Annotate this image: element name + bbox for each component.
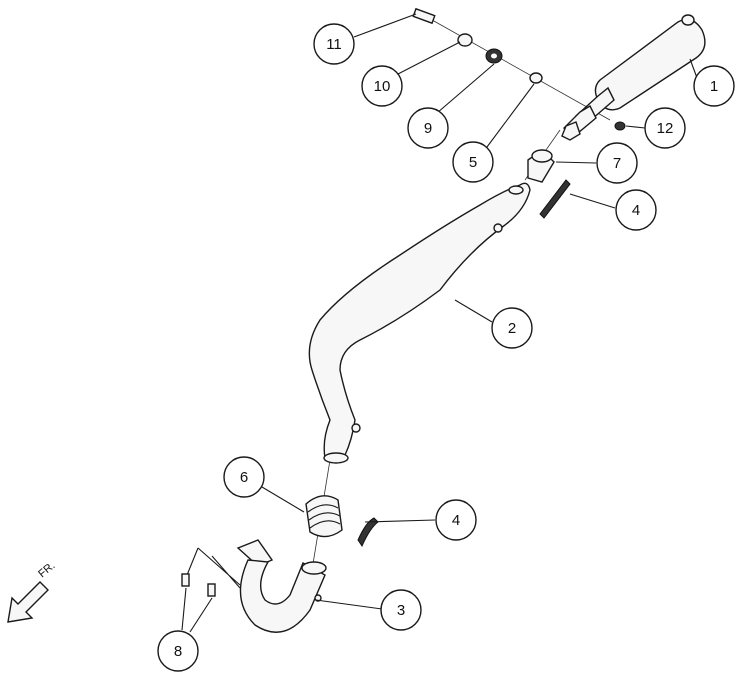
collar-10-part: [457, 33, 473, 47]
silencer-part: [561, 14, 706, 141]
callout-7-label: 7: [613, 155, 621, 172]
callout-11-label: 11: [326, 36, 342, 53]
callout-8: 8: [157, 630, 199, 672]
callout-4-upper: 4: [615, 189, 657, 231]
callout-12-label: 12: [657, 120, 674, 137]
callout-4-lower-label: 4: [452, 512, 460, 529]
bolt-11-part: [412, 7, 436, 25]
callout-2: 2: [491, 307, 533, 349]
bolts-part: [181, 547, 241, 597]
sleeve-part: [527, 149, 555, 183]
callout-12: 12: [644, 107, 686, 149]
callout-9: 9: [407, 107, 449, 149]
callout-5-label: 5: [469, 154, 477, 171]
callout-6-label: 6: [240, 469, 248, 486]
callout-4-lower: 4: [435, 499, 477, 541]
front-direction-label: FR.: [36, 560, 57, 581]
callout-8-label: 8: [174, 643, 182, 660]
washer-5-part: [529, 72, 543, 84]
callout-3: 3: [380, 589, 422, 631]
front-direction-indicator: FR.: [7, 560, 58, 623]
expansion-chamber-part: [308, 182, 531, 464]
callout-3-label: 3: [397, 602, 405, 619]
damper-9-part: [485, 48, 503, 64]
callout-4-upper-label: 4: [632, 202, 640, 219]
spring-upper-part: [539, 179, 571, 219]
callout-1: 1: [693, 65, 735, 107]
callout-9-label: 9: [424, 120, 432, 137]
arrow-down-left-icon: [7, 581, 49, 623]
callout-5: 5: [452, 141, 494, 183]
callout-11: 11: [313, 23, 355, 65]
callout-1-label: 1: [710, 78, 718, 95]
header-pipe-part: [236, 539, 327, 633]
leader-lines: [181, 13, 701, 633]
callout-7: 7: [596, 142, 638, 184]
nut-12-part: [614, 121, 626, 131]
callout-2-label: 2: [508, 320, 516, 337]
callout-10: 10: [361, 65, 403, 107]
gasket-part: [305, 495, 343, 538]
callout-6: 6: [223, 456, 265, 498]
callout-10-label: 10: [374, 78, 391, 95]
